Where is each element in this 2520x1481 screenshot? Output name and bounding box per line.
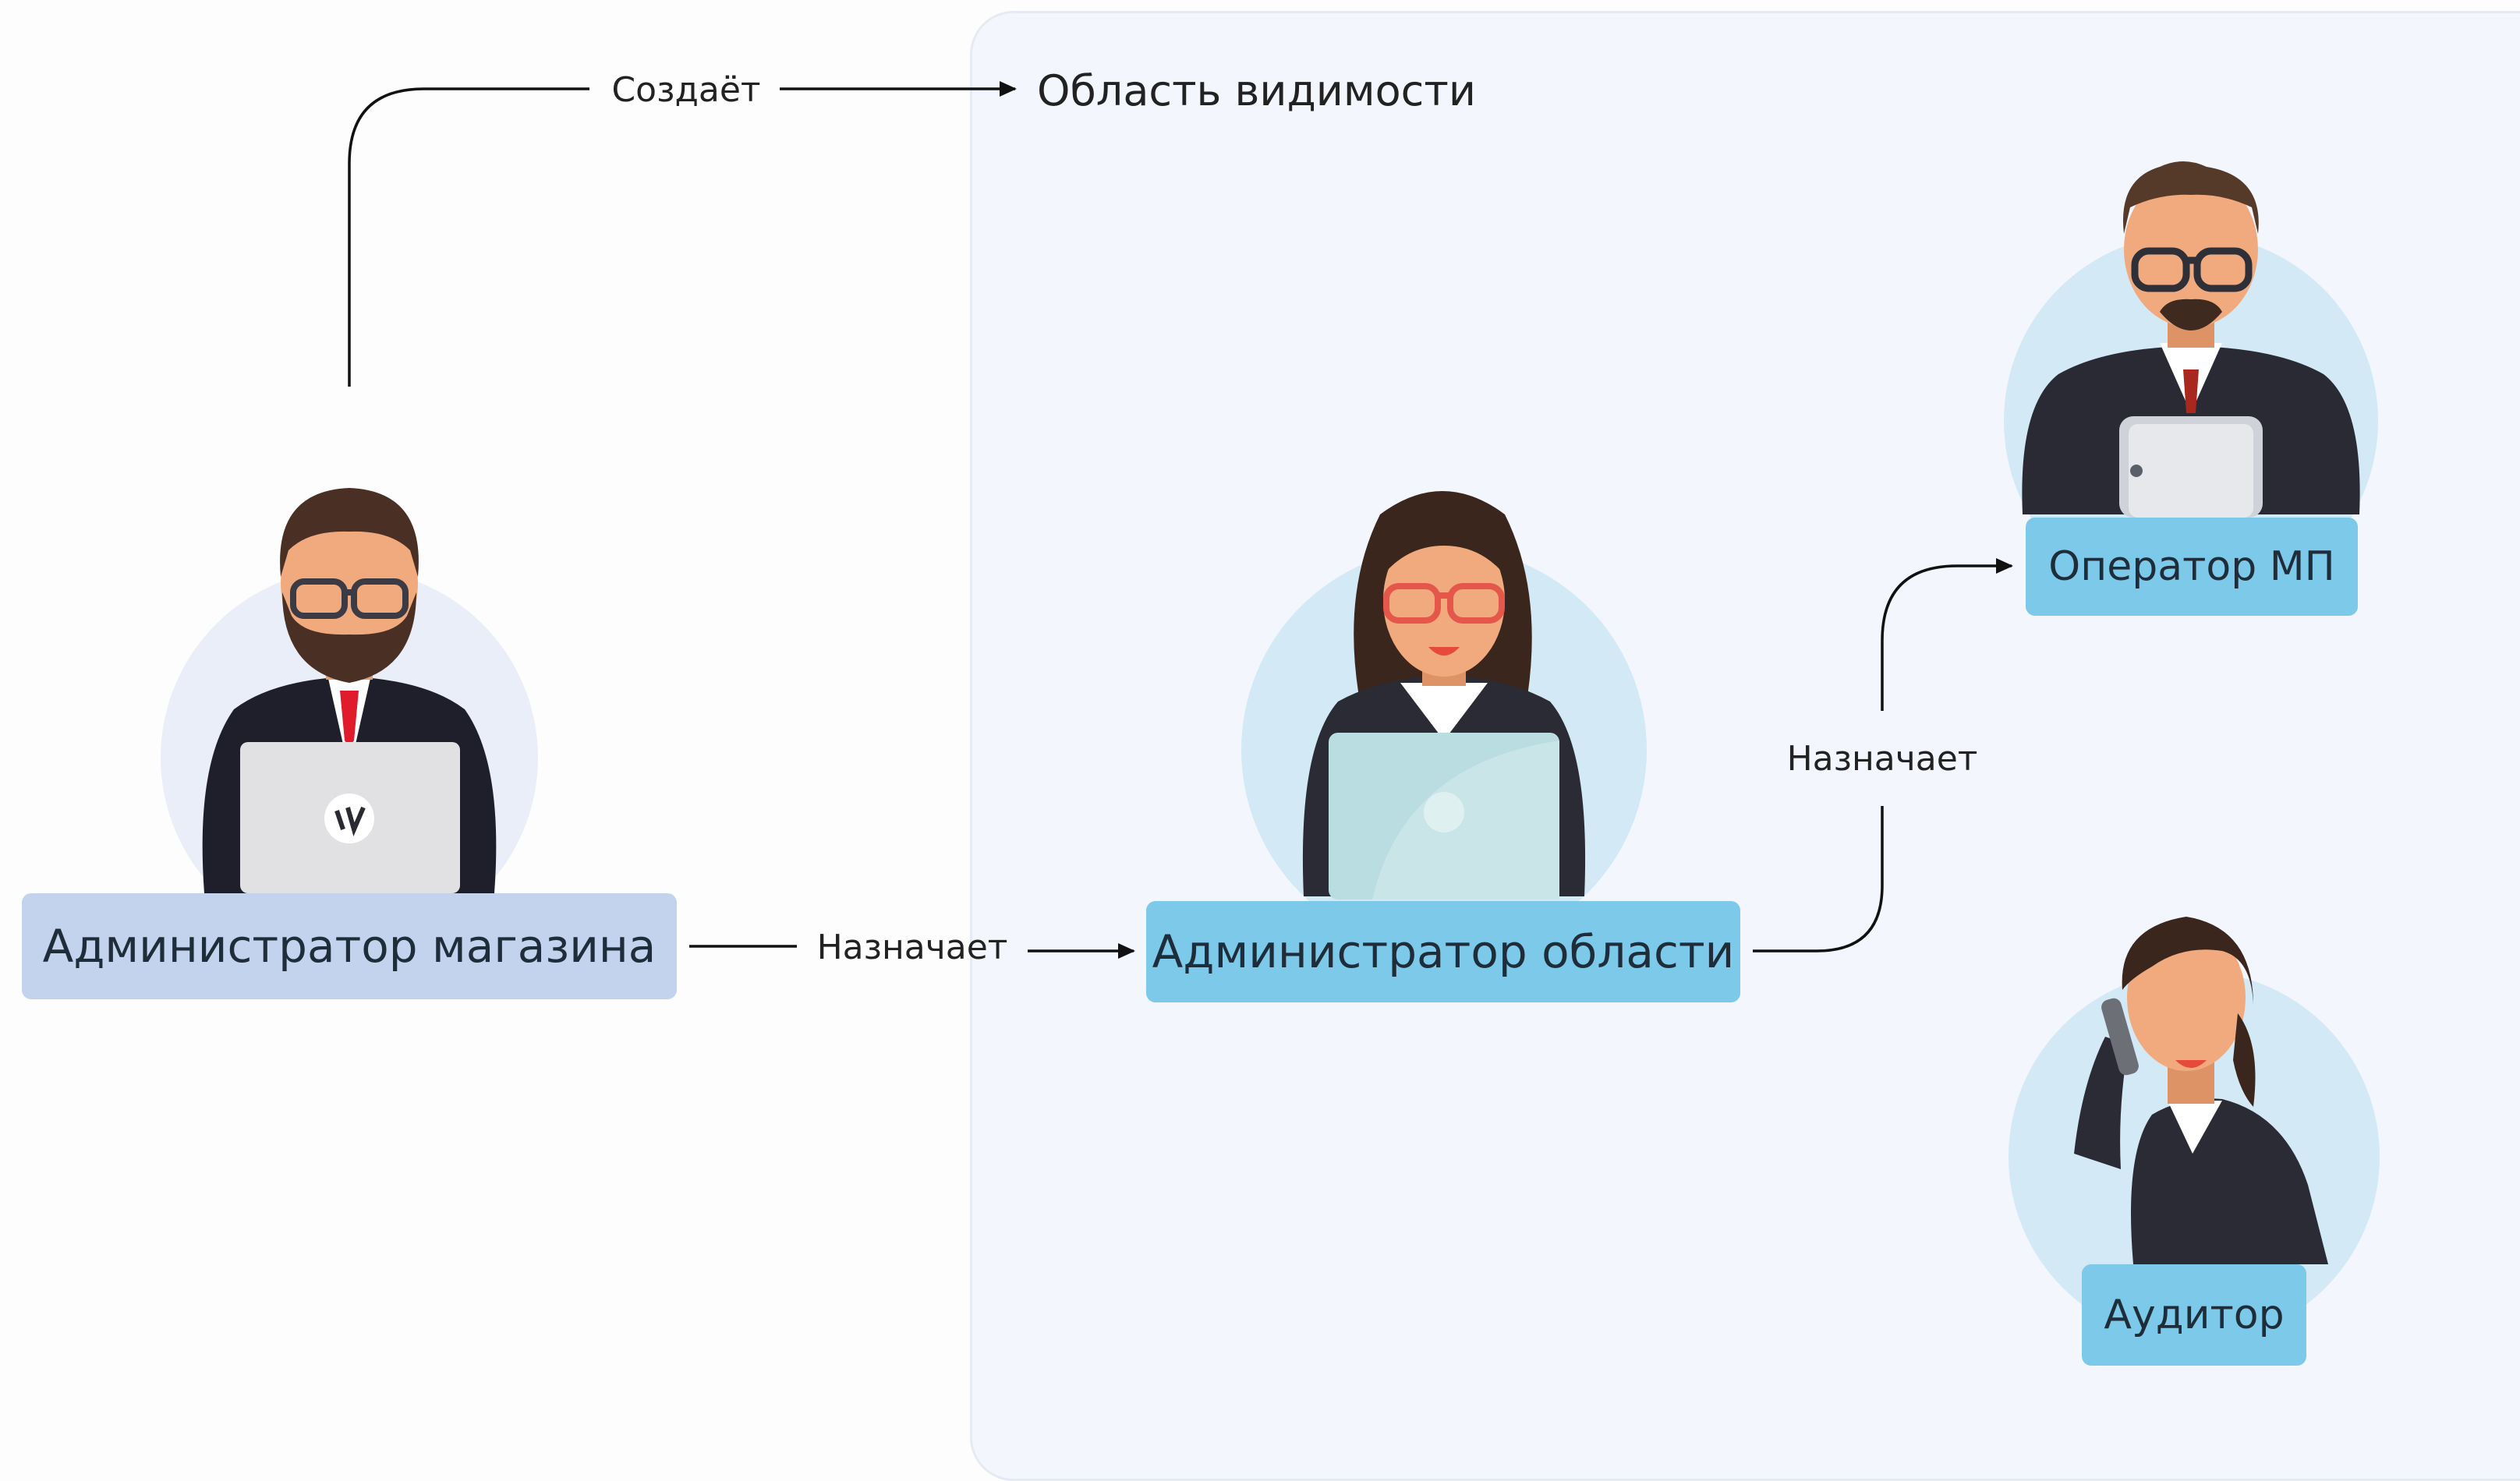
- woman-laptop-icon: [1241, 491, 1647, 953]
- assign-operator-label: Назначает: [1786, 739, 1978, 779]
- assign-operator-line-bottom: [1753, 806, 1884, 953]
- assign-area-label: Назначает: [816, 928, 1008, 967]
- operator-role: Оператор МП: [2026, 518, 2358, 616]
- scope-title: Область видимости: [1037, 66, 1476, 115]
- woman-phone-icon: [2009, 917, 2380, 1342]
- auditor-role: Аудитор: [2082, 1264, 2306, 1366]
- bearded-man-laptop-icon: [161, 488, 538, 946]
- creates-connector: [348, 87, 589, 387]
- assign-operator-arrow: [1881, 558, 2013, 711]
- man-tablet-icon: [2004, 161, 2378, 608]
- creates-label: Создаёт: [611, 70, 761, 110]
- area-admin-role: Администратор области: [1146, 901, 1740, 1002]
- store-admin-role: Администратор магазина: [22, 893, 677, 999]
